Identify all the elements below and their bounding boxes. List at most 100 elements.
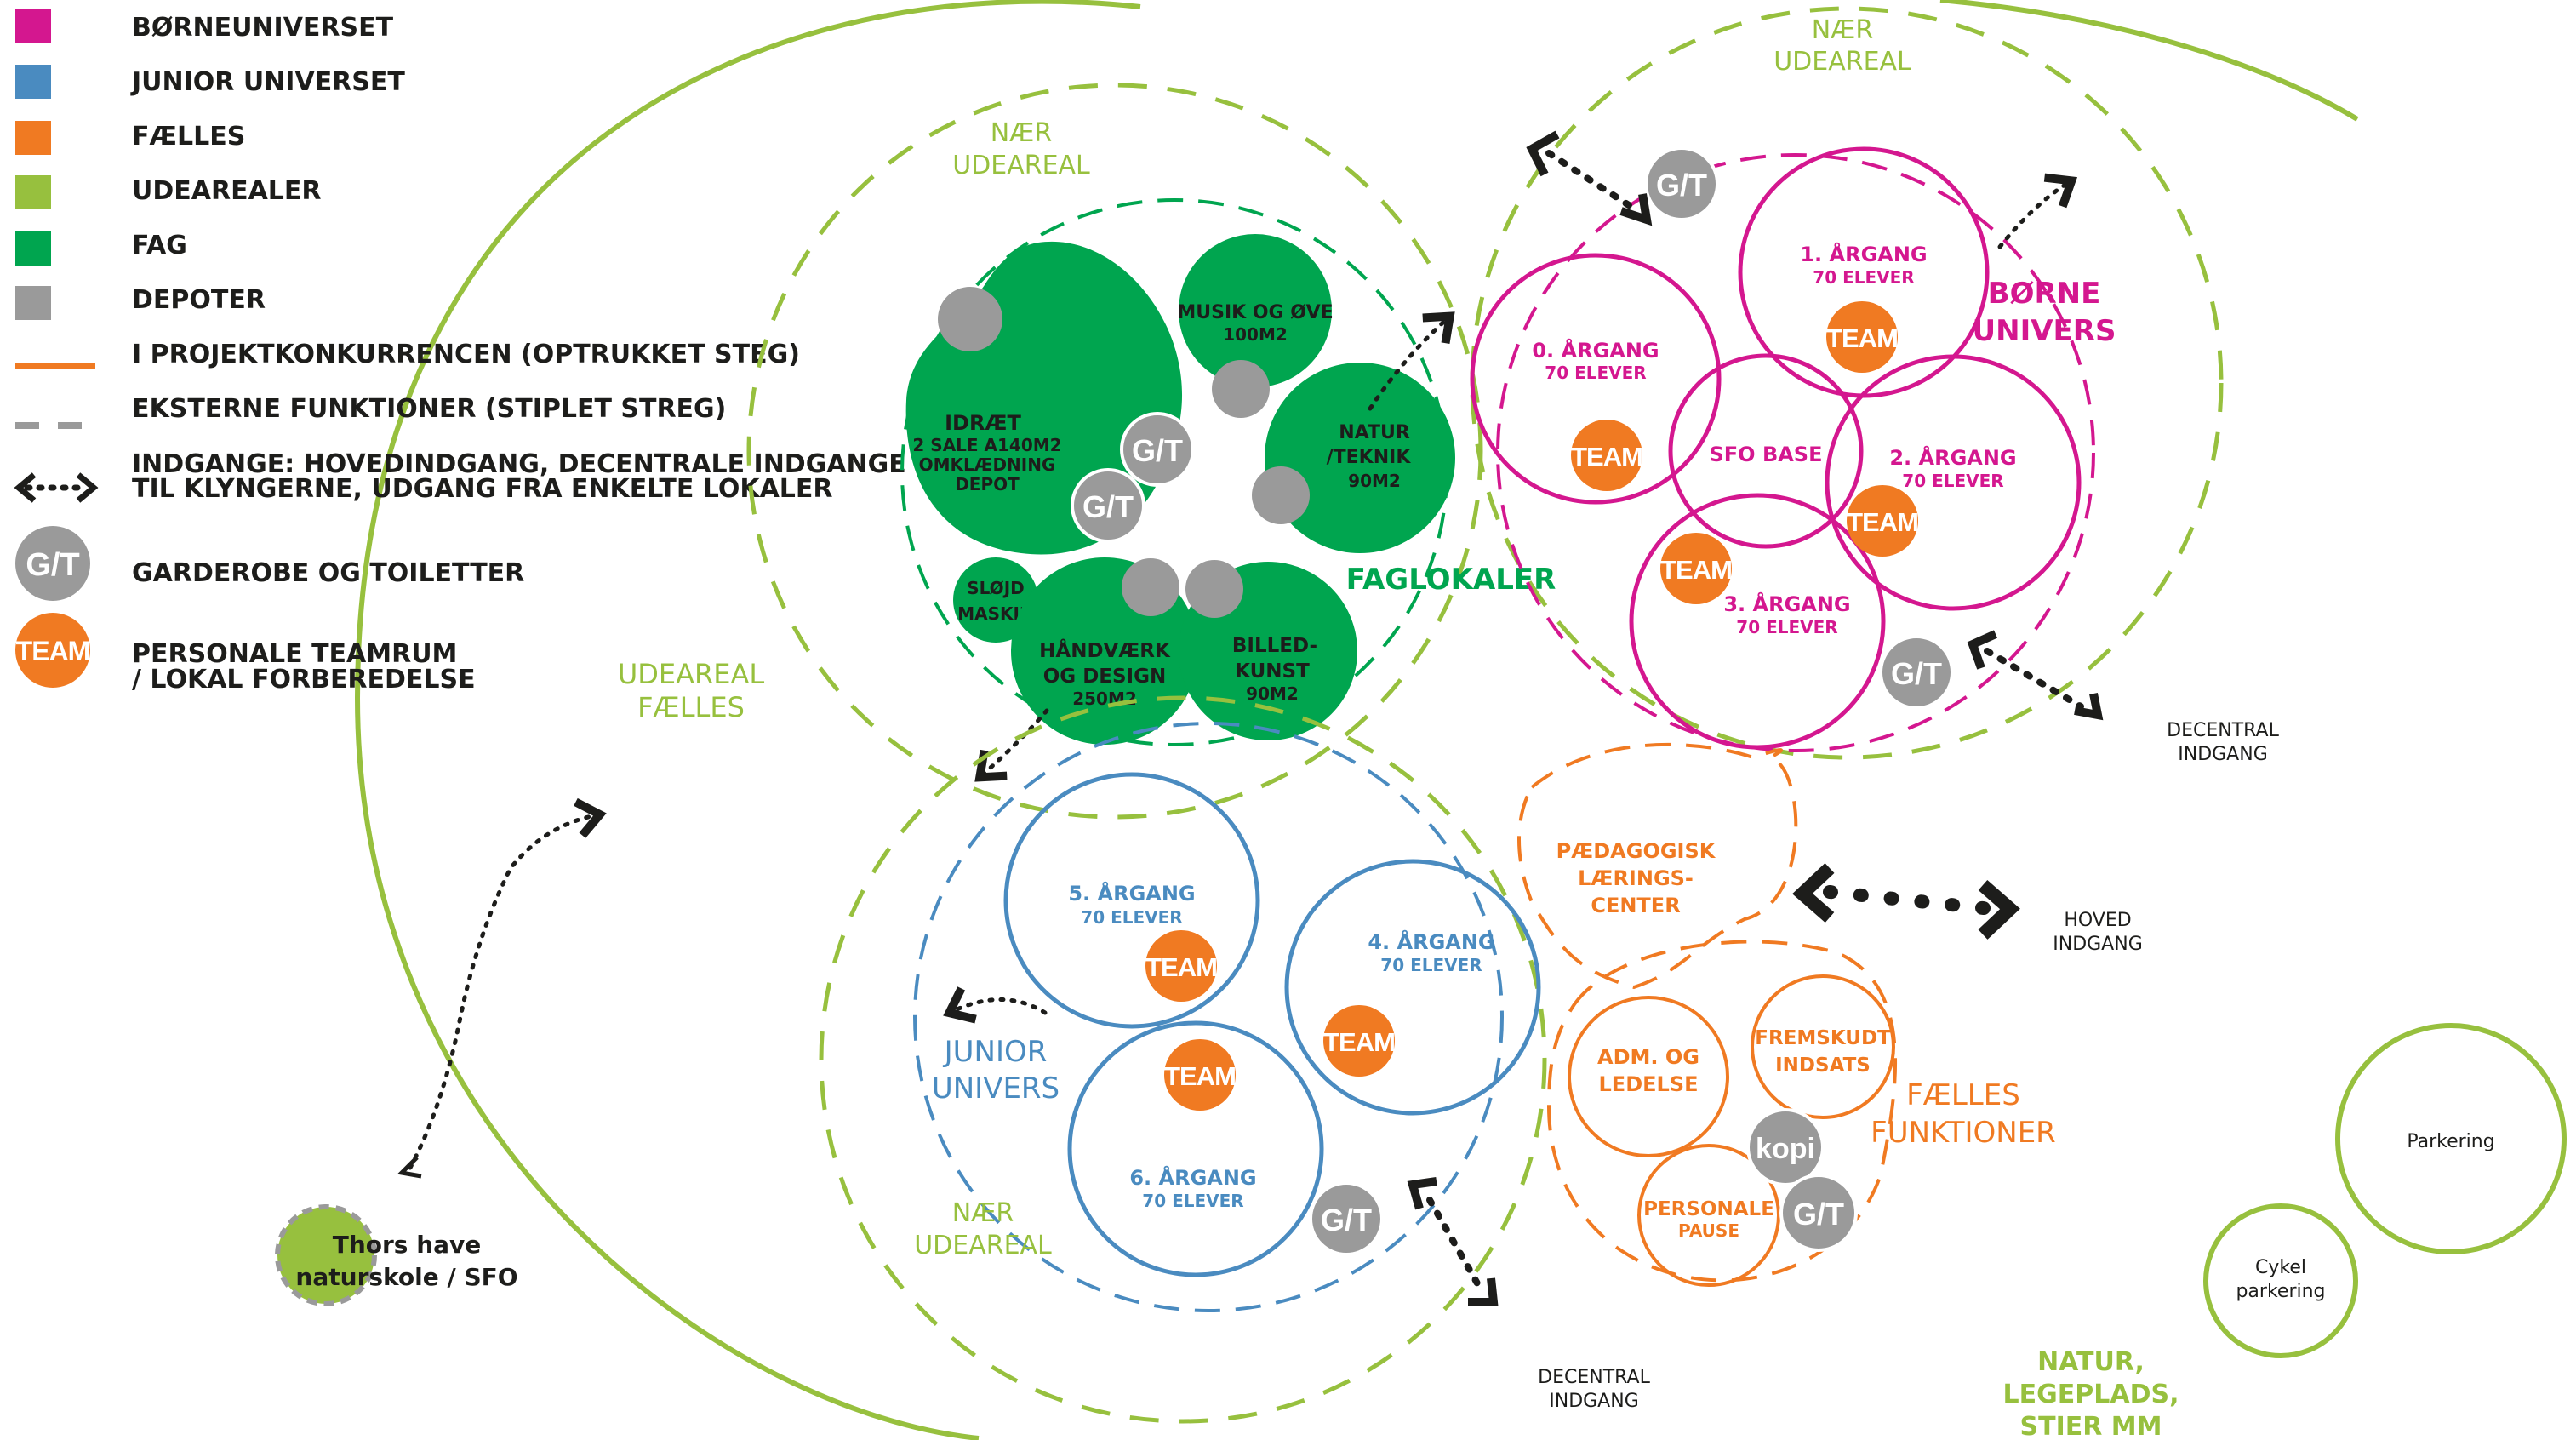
aargang-6-label: 6. ÅRGANG — [1129, 1165, 1256, 1190]
junior-team-icon-5 — [1145, 930, 1217, 1002]
aargang-1-elever: 70 ELEVER — [1813, 267, 1914, 288]
decentral-label-bottom: DECENTRAL — [1538, 1367, 1650, 1388]
boerne-gt-icon-bottom-text: G/T — [1891, 656, 1942, 691]
junior-exit-arrow — [943, 986, 1048, 1024]
fag-exit-arrow-haandvaerk — [974, 708, 1049, 782]
idraet-sub-3: DEPOT — [955, 474, 1020, 494]
musik-depot-circle — [1212, 360, 1270, 418]
musik-room — [1179, 234, 1332, 387]
kopi-icon-text: kopi — [1756, 1133, 1815, 1165]
boerne-team-icon-0 — [1571, 420, 1642, 491]
boerne-naer-udeareal-boundary — [1470, 6, 2224, 760]
natur-label-2: /TEKNIK — [1327, 447, 1412, 468]
cykel-label-1: Cykel — [2255, 1257, 2306, 1278]
legend-swatch-faelles — [15, 121, 51, 155]
cykel-parkering-circle — [2203, 1203, 2358, 1358]
junior-team-icon-5-text: TEAM — [1145, 952, 1217, 982]
aargang-6-room — [1067, 1020, 1324, 1277]
fag-naer-udeareal-boundary — [746, 83, 1483, 820]
site-boundary-arc — [354, 0, 1141, 1440]
boerne-univers-label-1: BØRNE — [1988, 277, 2101, 311]
aargang-4-elever: 70 ELEVER — [1380, 955, 1482, 975]
adm-label-2: LEDELSE — [1599, 1072, 1699, 1096]
legend-depoter-label: DEPOTER — [132, 285, 266, 315]
junior-naer-udeareal-boundary — [819, 695, 1547, 1424]
paedagogisk-label-3: CENTER — [1591, 894, 1680, 917]
faelles-funktioner-label-1: FÆLLES — [1906, 1078, 2020, 1112]
aargang-5-label: 5. ÅRGANG — [1068, 881, 1195, 906]
junior-team-icon-4-text: TEAM — [1323, 1027, 1395, 1057]
parkering-circle — [2335, 1023, 2567, 1254]
haandvaerk-sub: 250M2 — [1072, 689, 1137, 709]
musik-label: MUSIK OG ØVE — [1177, 302, 1333, 323]
hoved-label: HOVED — [2064, 910, 2131, 931]
boerne-team-icon-3-text: TEAM — [1660, 555, 1732, 585]
fag-udeareal-label: UDEAREAL — [952, 151, 1090, 180]
aargang-5-room — [1003, 772, 1260, 1029]
legend-fag-label: FAG — [132, 231, 187, 260]
fremskudt-label-1: FREMSKUDT — [1755, 1027, 1891, 1049]
aargang-2-label: 2. ÅRGANG — [1889, 445, 2016, 470]
legend-junior-label: JUNIOR UNIVERSET — [130, 67, 405, 97]
fremskudt-label-2: INDSATS — [1775, 1054, 1871, 1077]
aargang-5-elever: 70 ELEVER — [1081, 907, 1182, 928]
natur-lege-label-3: STIER MM — [2020, 1412, 2162, 1440]
billedkunst-label-2: KUNST — [1235, 660, 1310, 683]
billedkunst-depot-circle — [1185, 560, 1243, 618]
boerne-inner-boundary — [1496, 153, 2095, 752]
natur-lege-label-1: NATUR, — [2037, 1347, 2145, 1377]
boerne-cluster: NÆR UDEAREAL 0. ÅRGANG 70 ELEVER 1. ÅRGA… — [1470, 6, 2280, 765]
hovedindgang-arrow — [1792, 863, 2020, 940]
fag-gt-icon-2 — [1071, 468, 1145, 543]
aargang-2-elever: 70 ELEVER — [1902, 471, 2003, 491]
legend-indgange-label-2: TIL KLYNGERNE, UDGANG FRA ENKELTE LOKALE… — [132, 474, 833, 504]
parkering-label: Parkering — [2407, 1131, 2494, 1152]
boerne-team-icon-1 — [1826, 301, 1898, 373]
junior-cluster: 5. ÅRGANG 70 ELEVER 4. ÅRGANG 70 ELEVER … — [819, 695, 1651, 1424]
decentral-label-right: DECENTRAL — [2167, 720, 2279, 741]
thors-have-circle — [275, 1204, 377, 1306]
legend-team-label-1: PERSONALE TEAMRUM — [132, 639, 457, 669]
haandvaerk-depot-circle — [1122, 558, 1179, 616]
udeareal-faelles-label-1: UDEAREAL — [618, 658, 765, 690]
junior-team-icon-6 — [1164, 1039, 1236, 1111]
junior-entrance-arrow — [1407, 1177, 1499, 1306]
faelles-gt-icon — [1779, 1174, 1858, 1252]
boerne-team-icon-2 — [1847, 485, 1918, 557]
boerne-team-icon-2-text: TEAM — [1847, 507, 1918, 537]
legend-team-icon — [15, 613, 90, 688]
legend-faelles-label: FÆLLES — [132, 122, 245, 151]
junior-naer-label: NÆR — [952, 1198, 1014, 1228]
boerne-entrance-arrow-top — [1526, 130, 1653, 226]
natur-label-1: NATUR — [1339, 422, 1410, 443]
natur-depot-circle — [1252, 466, 1310, 524]
musik-sub: 100M2 — [1223, 324, 1288, 345]
idraet-depot-circle — [938, 287, 1002, 351]
legend-boerne-label: BØRNEUNIVERSET — [132, 13, 394, 43]
boerne-gt-icon-top-text: G/T — [1656, 168, 1707, 203]
junior-udeareal-label: UDEAREAL — [914, 1231, 1052, 1260]
outdoor-elements: Thors have naturskole / SFO Parkering Cy… — [275, 797, 2567, 1440]
fag-exit-arrow-natur — [1368, 311, 1455, 411]
cykel-label-2: parkering — [2236, 1281, 2325, 1302]
legend-gt-label: GARDEROBE OG TOILETTER — [132, 558, 524, 588]
aargang-3-label: 3. ÅRGANG — [1723, 591, 1850, 616]
junior-univers-label-1: JUNIOR — [943, 1035, 1048, 1069]
junior-team-icon-6-text: TEAM — [1164, 1061, 1236, 1091]
billedkunst-sub: 90M2 — [1246, 683, 1299, 704]
legend-projekt-label: I PROJEKTKONKURRENCEN (OPTRUKKET STEG) — [132, 340, 800, 369]
aargang-6-elever: 70 ELEVER — [1142, 1191, 1243, 1211]
boerne-team-icon-0-text: TEAM — [1571, 442, 1642, 471]
thors-have-label-2: naturskole / SFO — [295, 1263, 517, 1291]
aargang-0-elever: 70 ELEVER — [1545, 363, 1646, 383]
personale-pause-room — [1637, 1144, 1780, 1287]
paedagogisk-center-boundary — [1517, 742, 1798, 990]
haandvaerk-label-1: HÅNDVÆRK — [1039, 638, 1171, 662]
site-boundary-arc-right — [1939, 0, 2359, 122]
indgang-label-bottom: INDGANG — [1549, 1391, 1639, 1412]
haandvaerk-label-2: OG DESIGN — [1043, 666, 1167, 688]
fag-gt-icon-1-text: G/T — [1132, 433, 1183, 468]
junior-gt-icon — [1309, 1181, 1384, 1256]
aargang-1-label: 1. ÅRGANG — [1800, 242, 1927, 266]
sfo-base-room — [1668, 353, 1864, 549]
